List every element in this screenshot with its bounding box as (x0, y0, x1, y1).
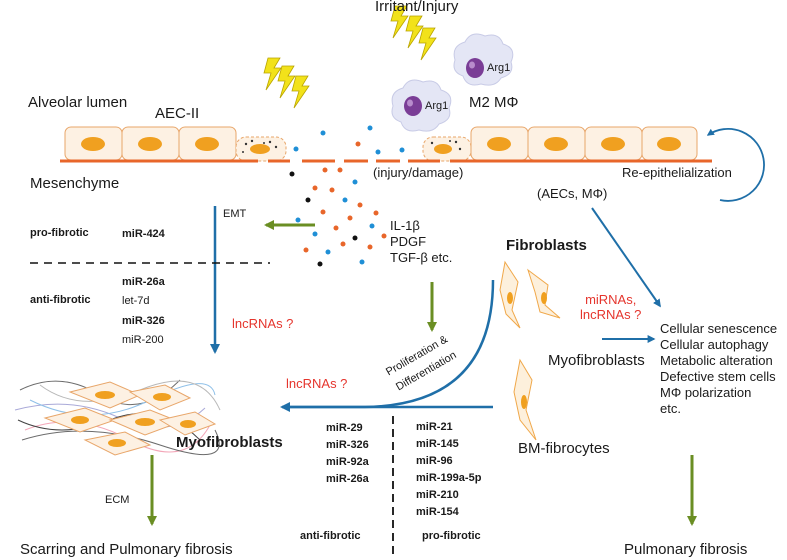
diff-pro-mirna: miR-154 (416, 506, 459, 518)
re-epithelialization-arrow (706, 128, 765, 202)
myofibroblasts-right-label: Myofibroblasts (548, 352, 645, 369)
diff-pro-mirna: miR-145 (416, 438, 459, 450)
fibroblasts-label: Fibroblasts (506, 237, 587, 254)
emt-anti-mirna: miR-26a (122, 276, 165, 288)
diff-anti-mirna: miR-26a (326, 473, 369, 485)
aecs-macrophage-label: (AECs, MΦ) (537, 186, 608, 201)
emt-anti-label: anti-fibrotic (30, 294, 91, 306)
differentiation-lncrna-label: lncRNAs ? (286, 376, 348, 391)
diff-pro-mirna: miR-199a-5p (416, 472, 482, 484)
senescence-regulators-label: miRNAs, lncRNAs ? (580, 292, 642, 322)
emt-anti-mirna: let-7d (122, 295, 150, 307)
cytokine-tgfb: TGF-β etc. (390, 250, 453, 265)
diff-anti-mirna: miR-29 (326, 422, 363, 434)
aec2-label: AEC-II (155, 105, 200, 122)
senescence-process: Metabolic alteration (660, 353, 773, 368)
m2-macrophage-label: M2 MΦ (469, 94, 519, 111)
m2-macrophage (453, 33, 514, 86)
alveolar-lumen-label: Alveolar lumen (28, 94, 128, 111)
diff-pro-mirna: miR-21 (416, 421, 453, 433)
senescence-process: MΦ polarization (660, 385, 752, 400)
diff-anti-mirna: miR-326 (326, 439, 369, 451)
emt-pro-mirna: miR-424 (122, 228, 165, 240)
senescence-process: Defective stem cells (660, 369, 776, 384)
fibroblast-cells (499, 260, 561, 441)
cytokine-pdgf: PDGF (390, 234, 427, 249)
emt-lncrna-label: lncRNAs ? (232, 316, 294, 331)
myofibroblast-network (43, 381, 217, 456)
right-outcome-label: Pulmonary fibrosis (624, 541, 748, 558)
lightning-icon (263, 57, 310, 109)
fibroblast-nuclei (507, 292, 547, 409)
diff-anti-label: anti-fibrotic (300, 530, 361, 542)
m2-macrophage (391, 79, 452, 132)
cytokine-il1b: IL-1β (390, 218, 420, 233)
emt-anti-mirna: miR-200 (122, 334, 164, 346)
senescence-process: Cellular senescence (660, 321, 778, 336)
bm-fibrocytes-label: BM-fibrocytes (518, 440, 610, 457)
myofibroblasts-left-label: Myofibroblasts (176, 434, 283, 451)
aecs-to-senescence-arrow (591, 207, 661, 308)
diff-pro-mirna: miR-210 (416, 489, 459, 501)
arg1-label: Arg1 (487, 62, 511, 74)
injury-damage-label: (injury/damage) (373, 165, 464, 180)
re-epithelialization-label: Re-epithelialization (622, 165, 732, 180)
emt-pro-label: pro-fibrotic (30, 227, 89, 239)
diff-anti-mirna: miR-92a (326, 456, 369, 468)
damaged-cell (422, 136, 472, 162)
emt-anti-mirna: miR-326 (122, 315, 165, 327)
irritant-label: Irritant/Injury (375, 0, 459, 15)
alveolar-epithelium-left (64, 126, 237, 161)
emt-label: EMT (223, 208, 247, 220)
left-outcome-label: Scarring and Pulmonary fibrosis (20, 541, 233, 558)
diff-pro-label: pro-fibrotic (422, 530, 481, 542)
senescence-process: etc. (660, 401, 681, 416)
diff-pro-mirna: miR-96 (416, 455, 453, 467)
cytokine-particles (289, 125, 405, 267)
senescence-process: Cellular autophagy (660, 337, 769, 352)
alveolar-epithelium-right (470, 126, 698, 161)
ecm-label: ECM (105, 494, 130, 506)
mesenchyme-label: Mesenchyme (30, 175, 120, 192)
arg1-label: Arg1 (425, 100, 449, 112)
damaged-cell (235, 136, 287, 162)
